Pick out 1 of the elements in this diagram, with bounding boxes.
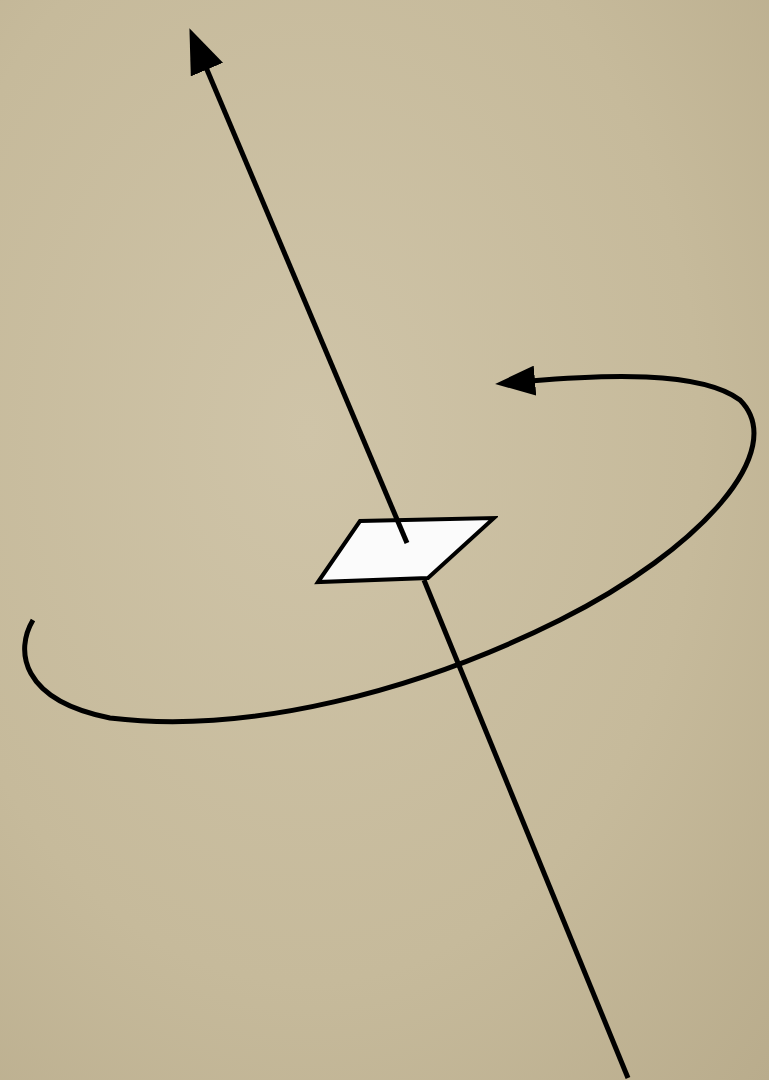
plane-shape — [314, 514, 498, 586]
